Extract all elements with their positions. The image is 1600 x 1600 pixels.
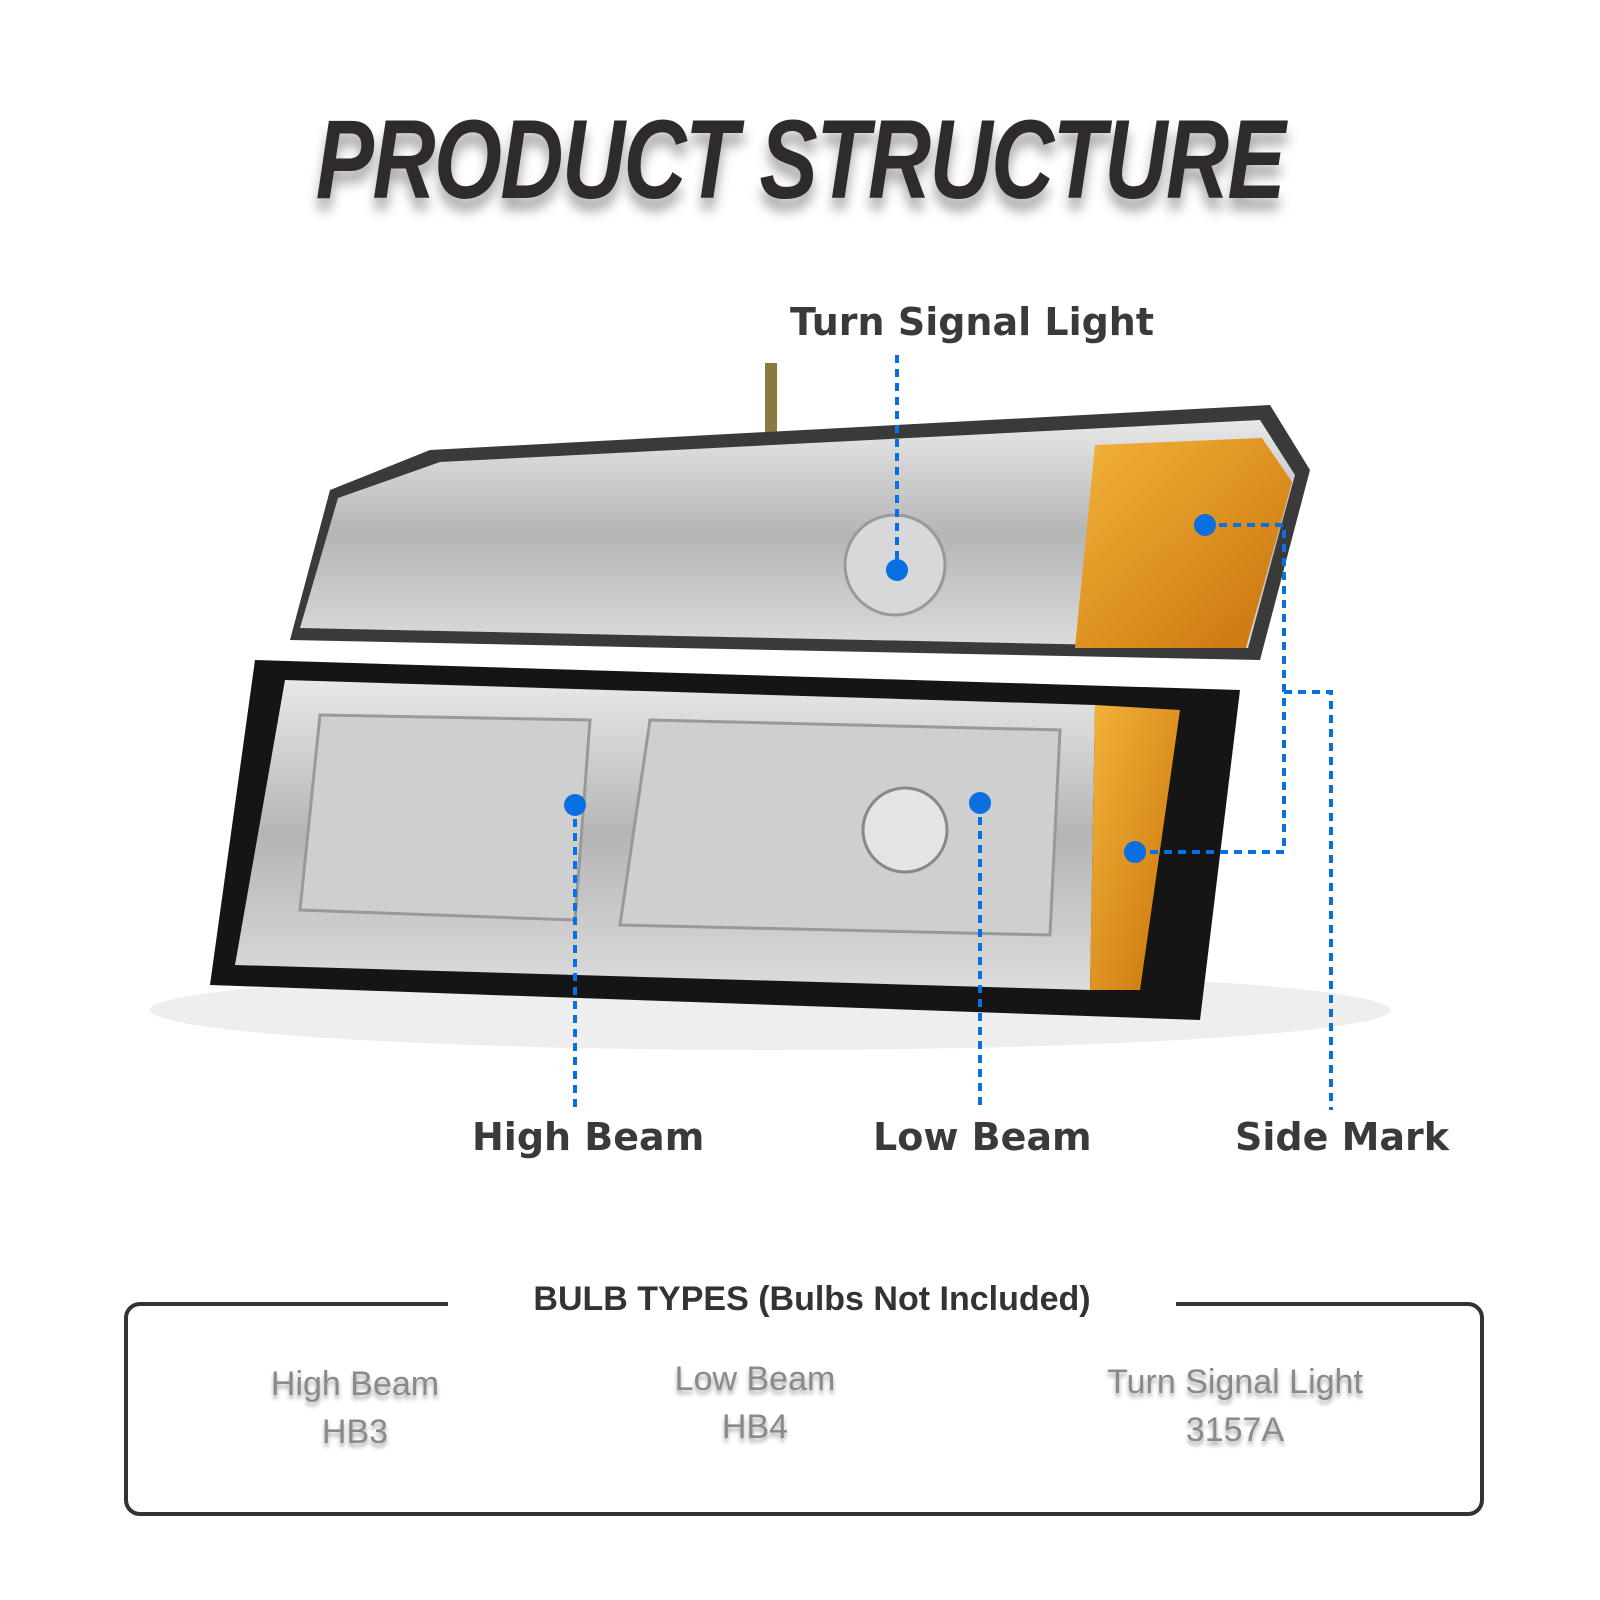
mounting-stud — [765, 363, 777, 433]
turn-signal-dot — [886, 559, 908, 581]
low-beam-dot — [969, 792, 991, 814]
turn-signal-label: Turn Signal Light — [790, 300, 1155, 344]
turn-signal-lamp — [290, 405, 1310, 660]
bulb-type: 3157A — [1185, 1411, 1285, 1449]
side-mark-dot-upper — [1194, 514, 1216, 536]
page-title: PRODUCT STRUCTURE — [315, 97, 1286, 222]
box-title-gap — [448, 1290, 1176, 1320]
side-mark-label: Side Mark — [1235, 1115, 1450, 1159]
low-beam-reflector — [618, 718, 1062, 937]
bulb-type: HB3 — [321, 1413, 389, 1451]
bulb-item-high-beam: High Beam HB3 — [230, 1360, 480, 1456]
bulb-name: Low Beam — [674, 1360, 836, 1398]
bulb-item-turn-signal: Turn Signal Light 3157A — [1060, 1358, 1410, 1454]
bulb-name: Turn Signal Light — [1107, 1363, 1363, 1401]
low-beam-label: Low Beam — [873, 1115, 1092, 1159]
side-mark-dot-lower — [1124, 841, 1146, 863]
bulb-types-heading: BULB TYPES (Bulbs Not Included) — [533, 1280, 1091, 1318]
bulb-item-low-beam: Low Beam HB4 — [630, 1355, 880, 1451]
leader-lines — [573, 355, 1333, 1110]
amber-corner-upper — [1075, 438, 1292, 648]
high-beam-label: High Beam — [472, 1115, 705, 1159]
high-beam-dot — [564, 794, 586, 816]
callout-dots — [564, 514, 1216, 863]
high-beam-reflector — [298, 713, 592, 922]
headlamp — [210, 660, 1240, 1020]
bulb-name: High Beam — [270, 1365, 440, 1403]
bulb-type: HB4 — [721, 1408, 789, 1446]
